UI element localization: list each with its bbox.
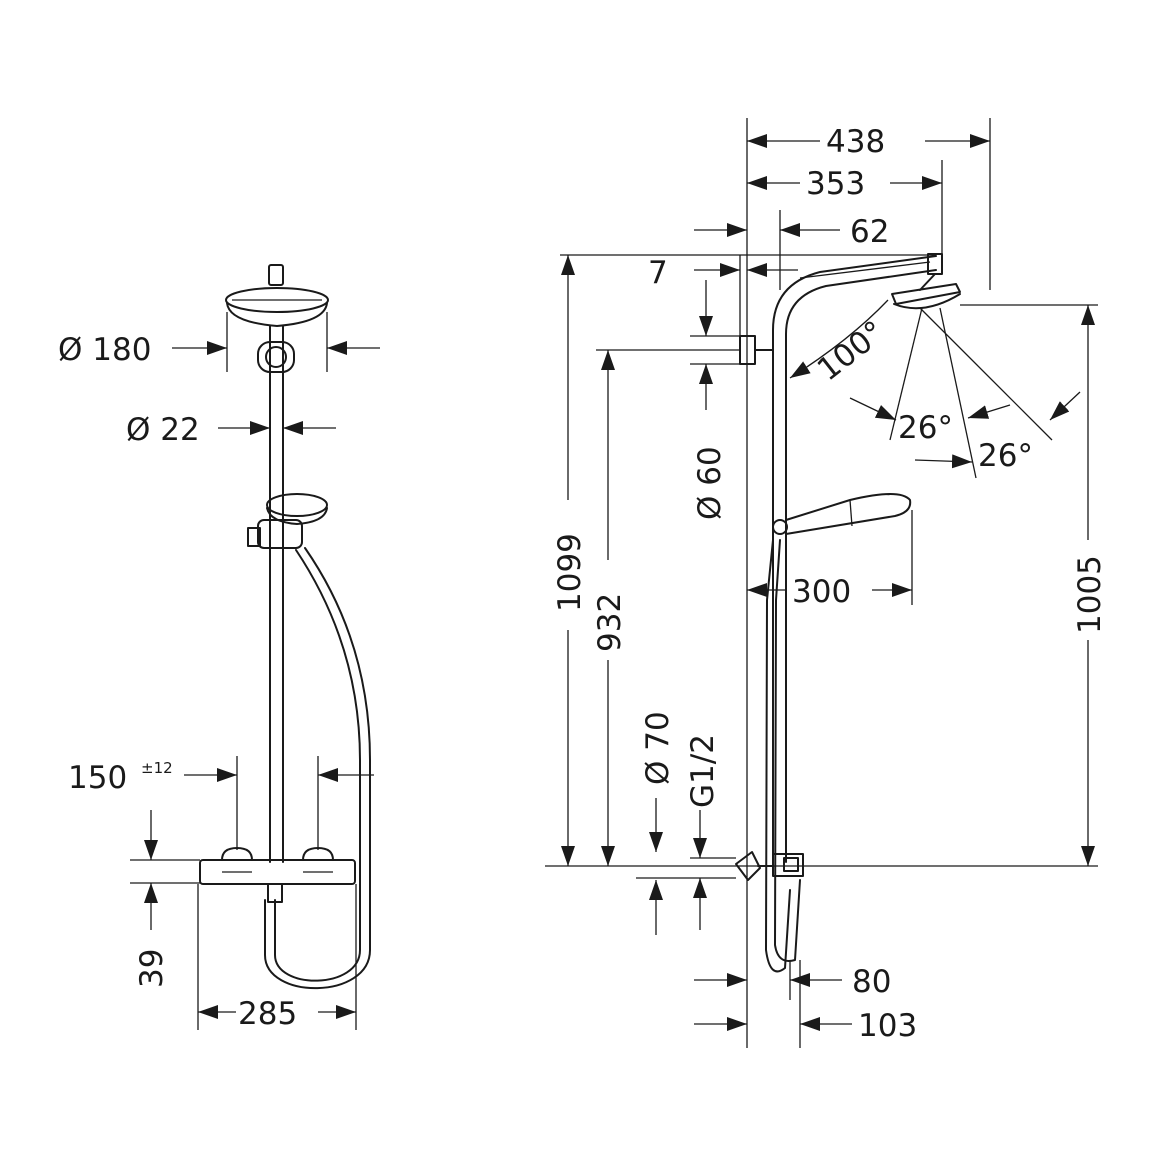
shower-hose [264, 547, 371, 990]
dim-height-offset: 39 [130, 810, 200, 988]
dim-wall-7: 7 [648, 255, 798, 336]
wall-bracket-top [739, 335, 774, 365]
dim-height-932: 932 [592, 350, 628, 866]
label-spray-26-b: 26° [978, 438, 1033, 474]
thermostat-mixer-front [199, 847, 356, 903]
label-depth-103: 103 [858, 1008, 917, 1044]
dim-diameter-70: Ø 70 [640, 711, 676, 935]
label-width-285: 285 [238, 996, 297, 1032]
label-depth-80: 80 [852, 964, 891, 1000]
label-diameter-70: Ø 70 [640, 711, 676, 785]
dim-depth-103: 103 [694, 960, 917, 1048]
front-view: Ø 180 Ø 22 150 ±12 39 [58, 264, 380, 1032]
label-centers-150: 150 [68, 760, 127, 796]
hose-side [765, 539, 801, 973]
dim-offset-62: 62 [694, 210, 889, 290]
thermostat-mixer-side [735, 851, 804, 881]
label-height-932: 932 [592, 593, 628, 652]
label-wall-7: 7 [648, 255, 668, 291]
riser-rail [269, 325, 284, 863]
label-diameter-180: Ø 180 [58, 332, 151, 368]
riser-pipe-side [772, 255, 937, 863]
label-spray-26-a: 26° [898, 410, 953, 446]
dim-depth-80: 80 [694, 960, 891, 1000]
dim-diameter-head: Ø 180 [58, 312, 380, 372]
shower-arm-joint [257, 341, 295, 373]
label-diameter-60: Ø 60 [692, 446, 728, 520]
dim-spray-angles: 26° 26° [849, 391, 1081, 474]
label-width-438: 438 [826, 124, 885, 160]
dim-diameter-rail: Ø 22 [126, 412, 336, 448]
label-diameter-22: Ø 22 [126, 412, 200, 448]
dim-connection: G1/2 [685, 734, 736, 930]
label-width-353: 353 [806, 166, 865, 202]
label-reach-300: 300 [792, 574, 851, 610]
hand-shower-side [772, 493, 912, 535]
label-height-1099: 1099 [552, 533, 588, 612]
label-height-1005: 1005 [1072, 555, 1108, 634]
label-height-39: 39 [134, 949, 170, 988]
dim-centers: 150 ±12 [68, 756, 374, 850]
label-centers-tolerance: ±12 [141, 759, 173, 777]
hand-shower-holder-front [247, 493, 328, 549]
side-view: 438 353 62 7 [545, 118, 1108, 1048]
label-connection-g12: G1/2 [685, 734, 721, 808]
dim-height-1099: 1099 [552, 255, 588, 866]
dim-height-1005: 1005 [1072, 305, 1108, 866]
dim-angle-head: 100° [789, 299, 892, 388]
dim-width-arm: 353 [747, 160, 943, 254]
dim-diameter-60: Ø 60 [690, 280, 740, 520]
dim-width: 285 [197, 884, 357, 1032]
shower-head-front [225, 264, 329, 327]
label-offset-62: 62 [850, 214, 889, 250]
overhead-shower-side [891, 253, 961, 310]
dim-width-total: 438 [747, 118, 991, 290]
label-angle-100: 100° [811, 314, 892, 388]
dim-hand-shower-reach: 300 [747, 510, 913, 610]
